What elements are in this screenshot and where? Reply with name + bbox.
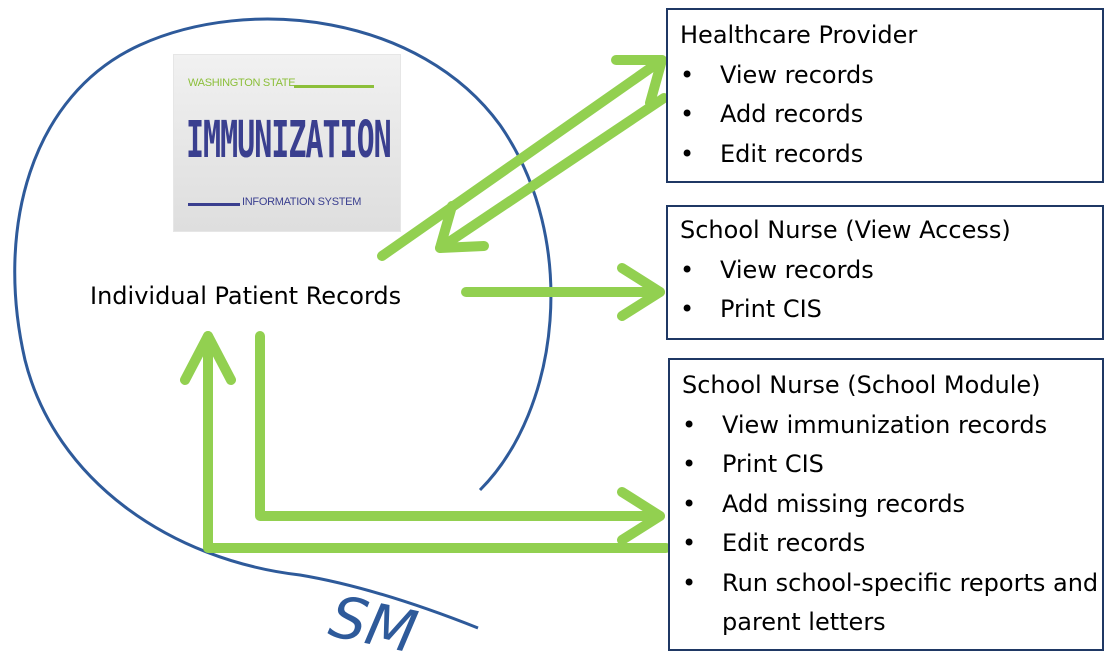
list-item: View immunization records — [670, 406, 1102, 446]
permission-list: View records Print CIS — [668, 251, 1102, 330]
list-item: Print CIS — [670, 445, 1102, 485]
list-item: Run school-specific reports and parent l… — [670, 564, 1102, 643]
logo-top-text: WASHINGTON STATE — [188, 77, 296, 89]
arrow-to-view-access-head — [617, 263, 665, 321]
permission-list: View records Add records Edit records — [668, 56, 1102, 175]
arrow-from-provider-head — [435, 201, 489, 253]
box-title: School Nurse (View Access) — [680, 216, 1011, 244]
list-item: View records — [668, 56, 1102, 96]
patient-records-label: Individual Patient Records — [90, 282, 402, 310]
box-title: School Nurse (School Module) — [682, 371, 1041, 399]
arrow-from-provider — [435, 93, 669, 253]
list-item: Edit records — [670, 524, 1102, 564]
list-item: View records — [668, 251, 1102, 291]
arrow-to-provider — [377, 55, 667, 261]
healthcare-provider-box: Healthcare Provider View records Add rec… — [666, 8, 1104, 183]
box-title: Healthcare Provider — [680, 21, 918, 49]
logo-main-text: IMMUNIZATION — [186, 111, 392, 171]
permission-list: View immunization records Print CIS Add … — [670, 406, 1102, 643]
list-item: Add records — [668, 95, 1102, 135]
iis-logo: WASHINGTON STATE IMMUNIZATION INFORMATIO… — [173, 54, 401, 232]
records-circle — [13, 17, 553, 630]
logo-bottom-text: INFORMATION SYSTEM — [242, 196, 362, 208]
logo-top-rule — [294, 85, 374, 88]
arrow-to-provider-head — [611, 55, 667, 108]
list-item: Edit records — [668, 135, 1102, 175]
school-nurse-school-module-box: School Nurse (School Module) View immuni… — [668, 358, 1104, 651]
arrow-to-school-module — [255, 331, 665, 521]
school-nurse-view-access-box: School Nurse (View Access) View records … — [666, 205, 1104, 340]
list-item: Add missing records — [670, 485, 1102, 525]
list-item: Print CIS — [668, 290, 1102, 330]
arrow-from-school-module-head — [180, 331, 236, 385]
arrow-from-school-module — [203, 331, 671, 553]
arrow-to-school-module-head — [617, 487, 665, 545]
logo-bottom-rule — [188, 203, 240, 206]
